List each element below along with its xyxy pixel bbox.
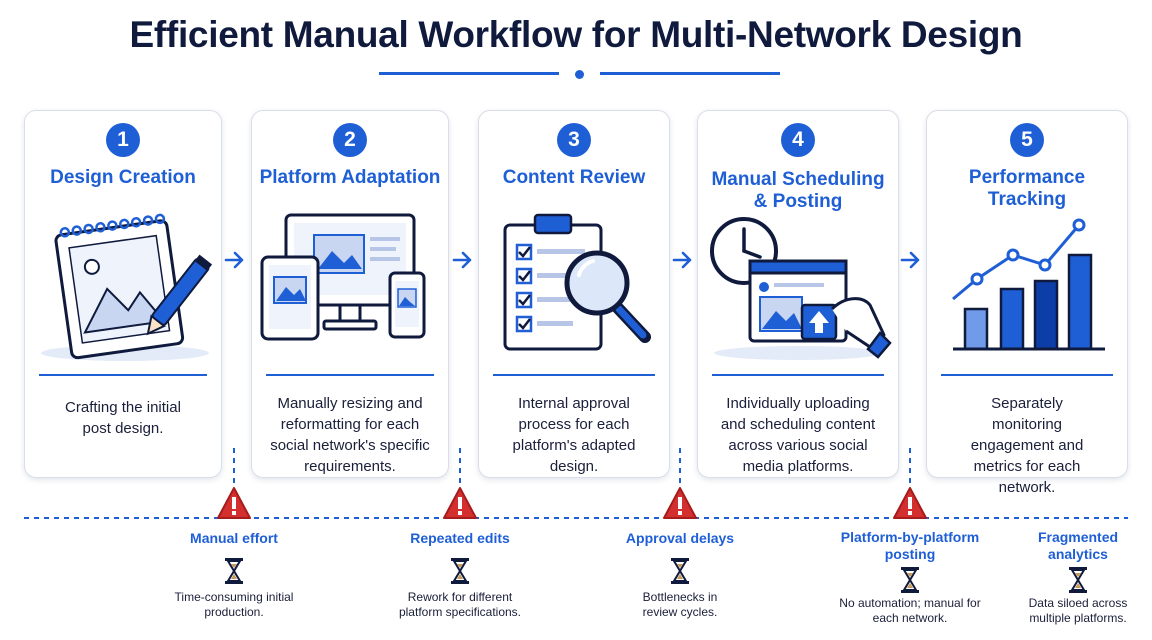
step-card-4: 4 Manual Scheduling & Posting Individual… (697, 110, 899, 478)
step-title: Performance Tracking (968, 167, 1086, 210)
card-divider (712, 374, 884, 376)
step-description: Manually resizing and reformatting for e… (270, 395, 430, 475)
step-card-5: 5 Performance Tracking Separately monito… (926, 110, 1128, 496)
arrow-right-icon (900, 251, 920, 269)
issue-title: Manual effort (190, 530, 278, 546)
step-number-badge: 2 (333, 123, 367, 157)
title-rule-left (379, 72, 559, 75)
issue-title: Platform-by-platform posting (840, 529, 980, 562)
page-title: Efficient Manual Workflow for Multi-Netw… (129, 14, 1023, 55)
issue-title: Repeated edits (410, 530, 510, 546)
warning-icon (663, 487, 697, 519)
issue-description: Rework for different platform specificat… (398, 590, 522, 619)
step-number-badge: 1 (106, 123, 140, 157)
step-description: Crafting the initial post design. (65, 399, 181, 437)
hourglass-icon (901, 567, 919, 593)
checklist-magnifier-icon (503, 213, 651, 351)
issue-description: No automation; manual for each network. (839, 596, 981, 625)
step-card-1: 1 Design Creation Crafting the initial p… (24, 110, 222, 478)
step-title: Content Review (502, 167, 646, 188)
step-card-3: 3 Content Review Internal approval proce… (478, 110, 670, 478)
issue-description: Bottlenecks in review cycles. (642, 590, 718, 619)
sketchpad-pencil-icon (41, 213, 213, 361)
hourglass-icon (451, 558, 469, 584)
issue-title: Approval delays (625, 530, 735, 546)
step-number-badge: 5 (1010, 123, 1044, 157)
arrow-right-icon (452, 251, 472, 269)
hourglass-icon (225, 558, 243, 584)
warning-icon (443, 487, 477, 519)
multi-device-icon (260, 213, 426, 341)
step-number-badge: 3 (557, 123, 591, 157)
issue-title: Fragmented analytics (1037, 529, 1119, 562)
step-description: Internal approval process for each platf… (512, 395, 636, 475)
step-title: Platform Adaptation (259, 167, 441, 188)
clock-upload-icon (710, 217, 892, 360)
bar-line-chart-icon (952, 218, 1105, 351)
warning-icon (893, 487, 927, 519)
step-description: Separately monitoring engagement and met… (970, 395, 1084, 496)
step-card-2: 2 Platform Adaptation Manually resizing … (251, 110, 449, 478)
warning-icon (217, 487, 251, 519)
bottleneck-timeline (24, 448, 1128, 519)
arrow-right-icon (672, 251, 692, 269)
issue-description: Data siloed across multiple platforms. (1028, 596, 1128, 625)
card-divider (266, 374, 434, 376)
arrow-right-icon (224, 251, 244, 269)
hourglass-icon (671, 558, 689, 584)
step-title: Design Creation (50, 167, 196, 188)
title-dot (575, 70, 584, 79)
card-divider (493, 374, 655, 376)
title-rule-right (600, 72, 780, 75)
card-divider (39, 374, 207, 376)
hourglass-icon (1069, 567, 1087, 593)
issue-description: Time-consuming initial production. (174, 590, 294, 619)
step-title: Manual Scheduling & Posting (711, 169, 885, 212)
card-divider (941, 374, 1113, 376)
step-number-badge: 4 (781, 123, 815, 157)
step-description: Individually uploading and scheduling co… (720, 395, 876, 475)
